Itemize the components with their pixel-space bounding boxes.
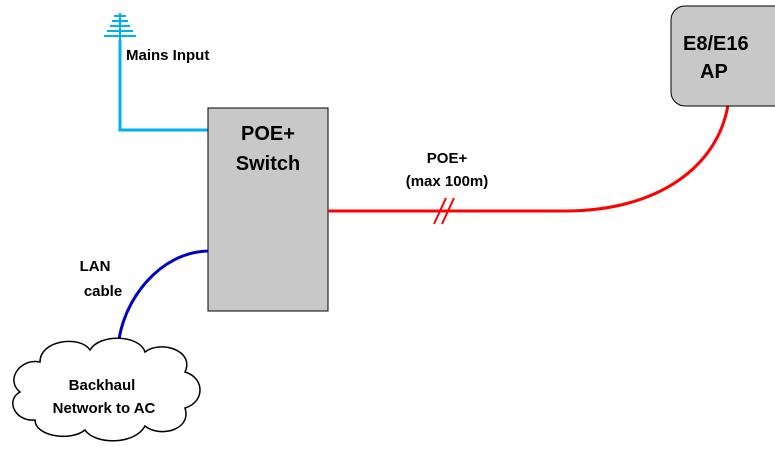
cloud-label-line1: Backhaul: [69, 377, 136, 394]
lan-cable: [116, 249, 209, 348]
ap-label-line1: E8/E16: [683, 33, 749, 55]
lan-label-line2: cable: [84, 283, 122, 300]
switch-label-line2: Switch: [236, 153, 300, 175]
poe-link-label-line1: POE+: [427, 150, 468, 167]
cloud-label-line2: Network to AC: [53, 400, 156, 417]
ap-box: [670, 5, 775, 107]
poe-cable: [328, 104, 730, 213]
cloud-icon: [12, 337, 201, 442]
ap-label-line2: AP: [700, 61, 728, 83]
mains-input-label: Mains Input: [126, 47, 209, 64]
poe-link-label-line2: (max 100m): [406, 173, 489, 190]
mains-plug-icon: [104, 13, 136, 40]
lan-label-line1: LAN: [80, 258, 111, 275]
mains-cable: [118, 40, 208, 132]
poe-switch-box: [207, 107, 329, 312]
cable-break-icon: [433, 197, 455, 225]
switch-label-line1: POE+: [241, 123, 295, 145]
